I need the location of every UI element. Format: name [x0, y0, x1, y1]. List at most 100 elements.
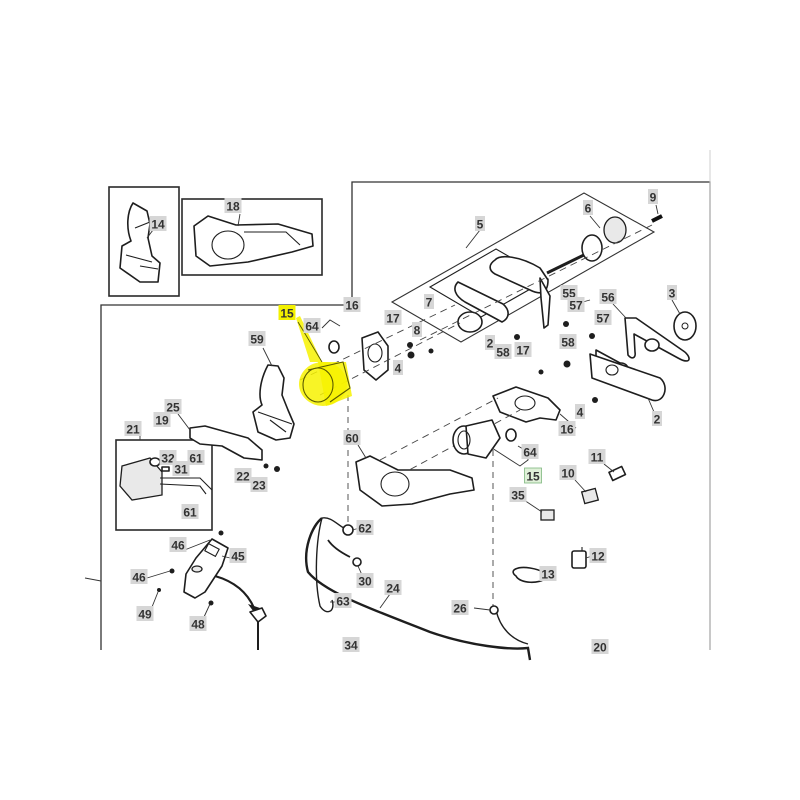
- callout-30[interactable]: 30: [356, 573, 374, 589]
- callout-58[interactable]: 58: [559, 334, 577, 350]
- callout-24[interactable]: 24: [384, 580, 402, 596]
- callout-number: 11: [591, 451, 604, 465]
- callout-number: 63: [336, 595, 350, 609]
- callout-16[interactable]: 16: [558, 421, 576, 437]
- part-24-wiring-harness-icon: [305, 517, 532, 661]
- callout-background: [224, 198, 242, 213]
- callout-number: 20: [593, 641, 607, 655]
- callout-number: 6: [585, 202, 592, 216]
- callout-15[interactable]: 15: [524, 467, 542, 484]
- callout-background: [181, 504, 199, 519]
- callout-34[interactable]: 34: [342, 637, 360, 653]
- callout-21[interactable]: 21: [124, 421, 142, 437]
- callout-17[interactable]: 17: [514, 342, 532, 358]
- callout-32[interactable]: 32: [159, 450, 177, 466]
- callout-11[interactable]: 11: [588, 449, 606, 465]
- callout-18[interactable]: 18: [224, 198, 242, 214]
- callout-background: [514, 342, 532, 357]
- callout-26[interactable]: 26: [451, 600, 469, 616]
- callout-background: [589, 548, 607, 563]
- callout-background: [343, 297, 361, 312]
- callout-background: [599, 289, 617, 304]
- callout-61[interactable]: 61: [181, 504, 199, 520]
- callout-8[interactable]: 8: [412, 322, 422, 338]
- callout-number: 19: [155, 414, 169, 428]
- callout-7[interactable]: 7: [424, 294, 434, 310]
- callout-3[interactable]: 3: [667, 285, 677, 301]
- callout-background: [494, 344, 512, 359]
- callout-background: [149, 216, 167, 231]
- callout-46[interactable]: 46: [130, 569, 148, 585]
- callout-background: [124, 421, 142, 436]
- callout-background: [342, 637, 360, 652]
- callout-60[interactable]: 60: [343, 430, 361, 446]
- callout-57[interactable]: 57: [567, 297, 585, 313]
- callout-number: 24: [386, 582, 400, 596]
- callout-9[interactable]: 9: [648, 189, 658, 205]
- callout-background: [583, 200, 593, 215]
- callout-background: [343, 430, 361, 445]
- part-15-headlamp-icon: [452, 419, 501, 459]
- callout-background: [356, 573, 374, 588]
- callout-4[interactable]: 4: [575, 404, 585, 420]
- callout-number: 60: [345, 432, 359, 446]
- callout-background: [451, 600, 469, 615]
- callout-49[interactable]: 49: [136, 606, 154, 622]
- callout-number: 30: [358, 575, 372, 589]
- callout-48[interactable]: 48: [189, 616, 207, 632]
- callout-16[interactable]: 16: [343, 297, 361, 313]
- callout-35[interactable]: 35: [509, 487, 527, 503]
- callout-number: 2: [487, 337, 494, 351]
- callout-number: 45: [231, 550, 245, 564]
- callout-number: 16: [345, 299, 359, 313]
- callout-number: 32: [161, 452, 175, 466]
- callout-17[interactable]: 17: [384, 310, 402, 326]
- callout-number: 10: [561, 467, 575, 481]
- callout-4[interactable]: 4: [393, 360, 403, 376]
- callout-number: 4: [395, 362, 402, 376]
- callout-25[interactable]: 25: [164, 399, 182, 415]
- callout-15[interactable]: 15: [278, 305, 296, 321]
- callout-2[interactable]: 2: [652, 411, 662, 427]
- callout-57[interactable]: 57: [594, 310, 612, 326]
- callout-2[interactable]: 2: [485, 335, 495, 351]
- callout-56[interactable]: 56: [599, 289, 617, 305]
- callout-20[interactable]: 20: [591, 639, 609, 655]
- callout-number: 3: [669, 287, 676, 301]
- callout-5[interactable]: 5: [475, 216, 485, 232]
- callout-background: [558, 421, 576, 436]
- callout-23[interactable]: 23: [250, 477, 268, 493]
- callout-45[interactable]: 45: [229, 548, 247, 564]
- callout-12[interactable]: 12: [589, 548, 607, 564]
- callout-64[interactable]: 64: [521, 444, 539, 460]
- callout-number: 17: [516, 344, 530, 358]
- inset-frame-18: [181, 198, 323, 276]
- callout-background: [384, 580, 402, 595]
- callout-22[interactable]: 22: [234, 468, 252, 484]
- callout-number: 26: [453, 602, 467, 616]
- callout-14[interactable]: 14: [149, 216, 167, 232]
- callout-background: [187, 450, 205, 465]
- callout-62[interactable]: 62: [356, 520, 374, 536]
- callout-61[interactable]: 61: [187, 450, 205, 466]
- callout-background: [559, 465, 577, 480]
- callout-10[interactable]: 10: [559, 465, 577, 481]
- callout-64[interactable]: 64: [303, 318, 321, 334]
- callout-background: [172, 461, 190, 476]
- callout-63[interactable]: 63: [334, 593, 352, 609]
- callout-number: 25: [166, 401, 180, 415]
- callout-59[interactable]: 59: [248, 331, 266, 347]
- callout-number: 2: [654, 413, 661, 427]
- callout-13[interactable]: 13: [539, 566, 557, 582]
- callout-6[interactable]: 6: [583, 200, 593, 216]
- callout-31[interactable]: 31: [172, 461, 190, 477]
- callout-46[interactable]: 46: [169, 537, 187, 553]
- callout-number: 64: [305, 320, 319, 334]
- callout-58[interactable]: 58: [494, 344, 512, 360]
- part-11-connector-icon: [608, 465, 627, 482]
- callout-19[interactable]: 19: [153, 412, 171, 428]
- callout-background: [594, 310, 612, 325]
- callout-number: 35: [511, 489, 525, 503]
- callout-number: 23: [252, 479, 266, 493]
